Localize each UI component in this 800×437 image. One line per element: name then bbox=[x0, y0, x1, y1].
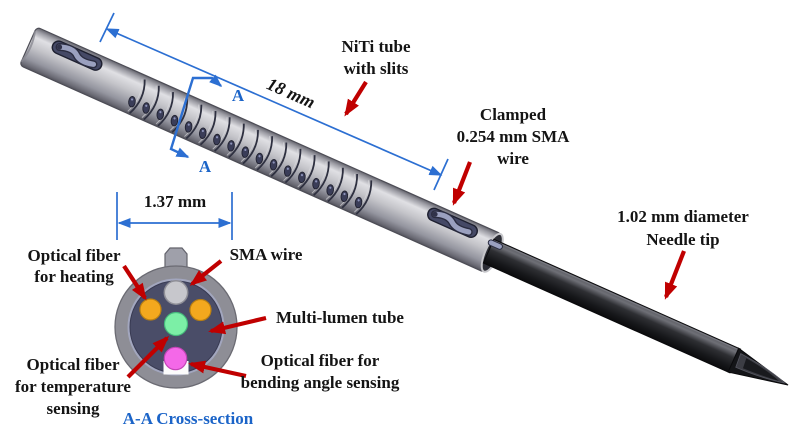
bending-fiber bbox=[163, 346, 188, 371]
niti-arrow bbox=[344, 80, 368, 117]
heating-arrow bbox=[122, 264, 147, 301]
heating-fiber-right bbox=[189, 298, 212, 322]
dimension-18mm bbox=[99, 12, 449, 191]
niti-tube-label: NiTi tube with slits bbox=[341, 37, 411, 78]
temperature-arrow bbox=[126, 335, 170, 379]
clamped-sma-label: Clamped 0.254 mm SMA wire bbox=[456, 105, 570, 168]
heating-fiber-label: Optical fiber for heating bbox=[27, 246, 121, 286]
section-marker-a-top: A bbox=[231, 86, 245, 105]
needle-tip-shaft bbox=[482, 238, 789, 386]
cross-section-view bbox=[114, 247, 238, 389]
needle-tip-arrow bbox=[664, 250, 686, 300]
sma-clamp-slot-right bbox=[427, 207, 478, 239]
sma-wire-label: SMA wire bbox=[229, 245, 303, 264]
clamp-arrow bbox=[452, 161, 472, 206]
section-cut-line bbox=[169, 74, 223, 159]
section-marker-a-bottom: A bbox=[198, 157, 212, 176]
heating-fiber-left bbox=[139, 298, 162, 321]
diameter-dimension-label: 1.37 mm bbox=[143, 192, 207, 211]
temperature-fiber-label: Optical fiber for temperature sensing bbox=[15, 355, 131, 418]
dimension-137mm bbox=[116, 192, 233, 240]
multi-lumen-arrow bbox=[208, 315, 267, 335]
needle-tip-label: 1.02 mm diameter Needle tip bbox=[617, 207, 749, 249]
bending-fiber-label: Optical fiber for bending angle sensing bbox=[240, 351, 400, 392]
temperature-fiber bbox=[163, 311, 189, 337]
multi-lumen-label: Multi-lumen tube bbox=[276, 308, 404, 327]
bending-arrow bbox=[188, 360, 247, 379]
annotation-arrows bbox=[122, 80, 686, 379]
sma-arrow bbox=[189, 259, 223, 286]
tube-end-face bbox=[20, 30, 37, 63]
sma-wire-lumen bbox=[163, 280, 189, 305]
clamped-sma-wire-tail bbox=[487, 239, 503, 250]
sma-clamp-slot-left bbox=[51, 40, 103, 71]
cross-section-title: A-A Cross-section bbox=[122, 409, 254, 428]
